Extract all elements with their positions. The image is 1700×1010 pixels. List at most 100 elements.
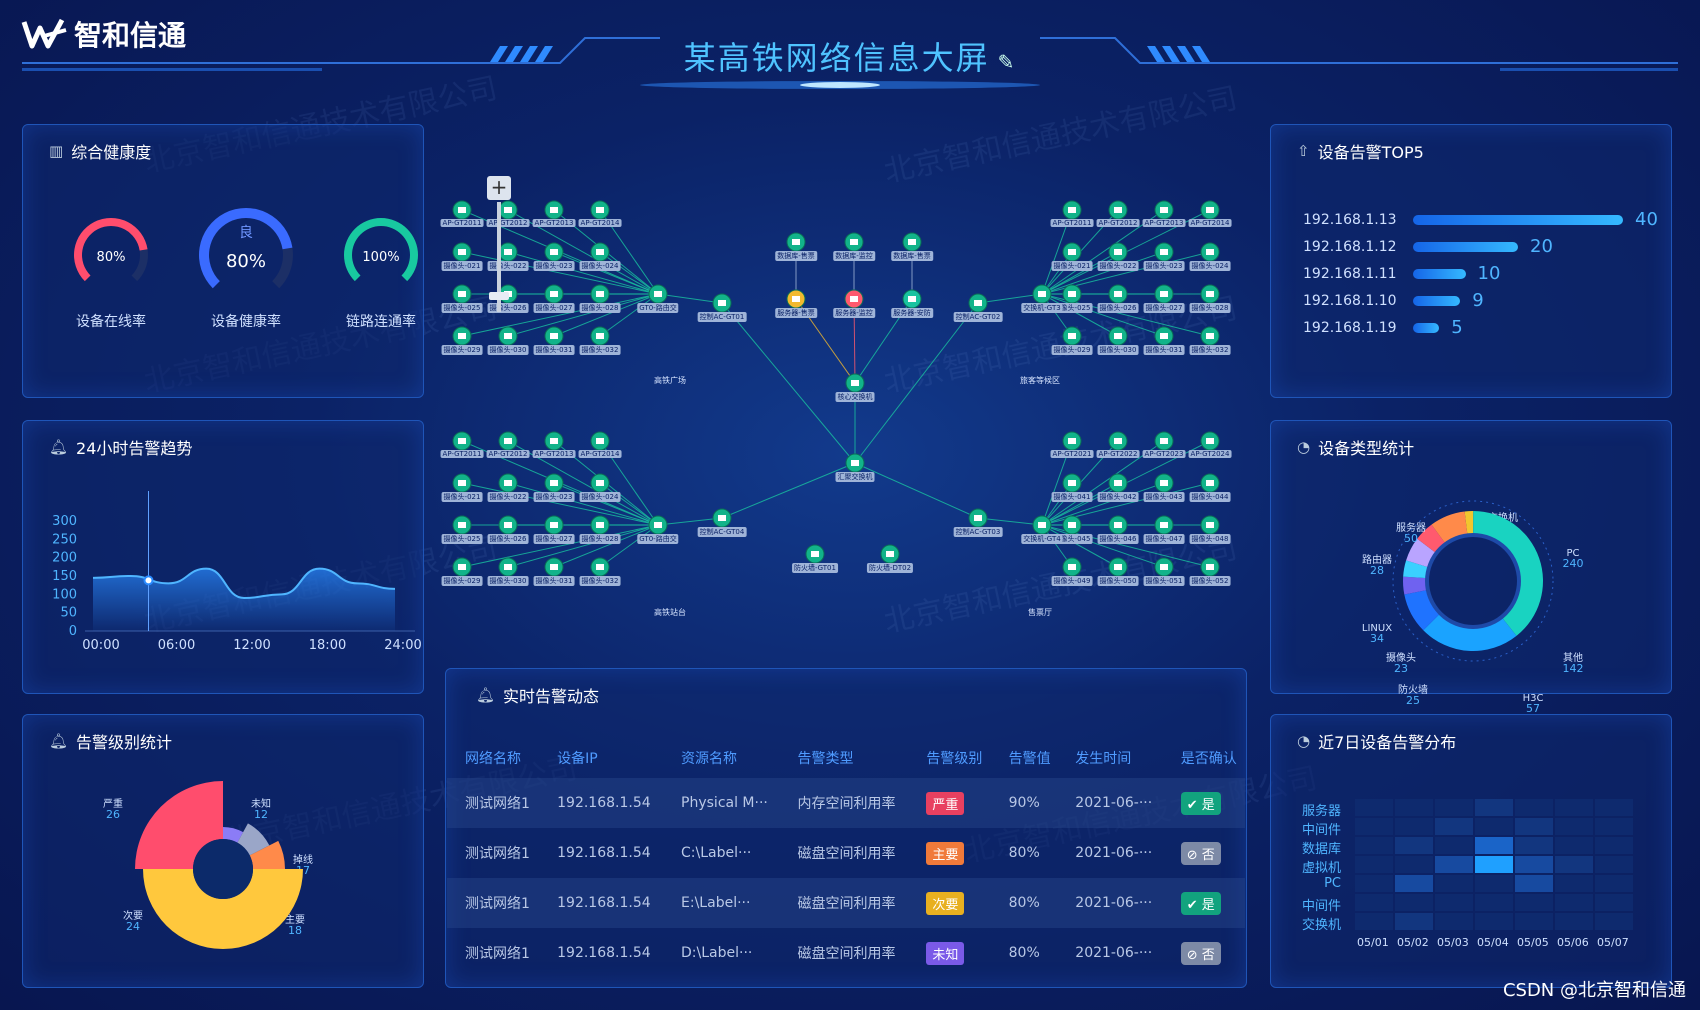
gauge-arc bbox=[74, 218, 148, 282]
firewall-node bbox=[880, 544, 900, 564]
topology-node bbox=[452, 284, 472, 304]
heatmap-cell bbox=[1475, 875, 1513, 892]
table-cell: 磁盘空间利用率 bbox=[797, 946, 896, 962]
topology-node bbox=[498, 431, 518, 451]
heatmap-cell bbox=[1595, 799, 1633, 816]
slice-value: 50 bbox=[1404, 532, 1418, 545]
node-glyph bbox=[1114, 291, 1122, 297]
heatmap-cell bbox=[1475, 837, 1513, 854]
topology-link bbox=[507, 209, 659, 295]
node-glyph bbox=[886, 551, 894, 557]
confirm-button[interactable]: ⊘ 否 bbox=[1180, 941, 1221, 965]
topology-link bbox=[461, 524, 659, 568]
topology-node bbox=[1200, 284, 1220, 304]
topology-link bbox=[721, 302, 856, 464]
trend-area bbox=[93, 568, 395, 631]
confirm-button[interactable]: ✔ 是 bbox=[1180, 791, 1221, 815]
node-glyph bbox=[908, 239, 916, 245]
topology-node bbox=[1062, 473, 1082, 493]
node-glyph bbox=[1206, 333, 1214, 339]
heatmap-cell bbox=[1555, 837, 1593, 854]
topology-link bbox=[1041, 524, 1165, 568]
table-cell: 2021-06-··· bbox=[1057, 778, 1163, 828]
confirm-button[interactable]: ✔ 是 bbox=[1180, 891, 1221, 915]
x-tick-label: 12:00 bbox=[233, 638, 270, 653]
heatmap-cell bbox=[1595, 875, 1633, 892]
devtype-panel: ◔设备类型统计 交换机12PC240其他142H3C57防火墙25摄像头23LI… bbox=[1270, 420, 1672, 715]
heatmap-cell bbox=[1355, 894, 1393, 911]
topology-link bbox=[657, 517, 723, 526]
node-glyph bbox=[550, 333, 558, 339]
topology-link bbox=[854, 462, 979, 519]
zoom-in-button[interactable]: + bbox=[487, 176, 511, 200]
table-cell: ✔ 是 bbox=[1162, 878, 1245, 928]
heatmap-cell bbox=[1435, 875, 1473, 892]
heatmap-cell bbox=[1595, 913, 1633, 930]
firewall-node bbox=[805, 544, 825, 564]
table-cell: 测试网络1 bbox=[447, 878, 540, 928]
pie-slice bbox=[237, 823, 270, 856]
topology-node bbox=[1154, 473, 1174, 493]
heatmap-col-label: 05/04 bbox=[1477, 936, 1509, 949]
y-tick-label: 200 bbox=[52, 551, 77, 566]
heatmap-cell bbox=[1595, 856, 1633, 873]
table-cell: 未知 bbox=[908, 928, 990, 978]
topology-link bbox=[657, 293, 723, 304]
zoom-slider-track[interactable] bbox=[497, 202, 501, 312]
topology-node bbox=[1108, 200, 1128, 220]
heatmap-cell bbox=[1515, 818, 1553, 835]
table-cell: 内存空间利用率 bbox=[779, 778, 909, 828]
slice-value: 34 bbox=[1370, 632, 1384, 645]
confirm-button[interactable]: ⊘ 否 bbox=[1180, 841, 1221, 865]
node-glyph bbox=[596, 333, 604, 339]
edit-icon[interactable]: ✎ bbox=[997, 50, 1017, 74]
topology-node bbox=[590, 284, 610, 304]
controller-node bbox=[712, 508, 732, 528]
heatmap-cell bbox=[1435, 837, 1473, 854]
topology-node bbox=[1154, 326, 1174, 346]
node-glyph bbox=[550, 207, 558, 213]
node-glyph bbox=[1160, 438, 1168, 444]
node-glyph bbox=[504, 564, 512, 570]
topology-link bbox=[1041, 209, 1165, 295]
node-glyph bbox=[1160, 249, 1168, 255]
network-topology[interactable] bbox=[440, 170, 1260, 630]
table-cell: 192.168.1.54 bbox=[539, 778, 664, 828]
gauge-value: 80% bbox=[226, 251, 266, 272]
level-badge: 次要 bbox=[926, 891, 965, 915]
heatmap-cell bbox=[1395, 913, 1433, 930]
table-cell: 测试网络1 bbox=[465, 846, 530, 862]
level-badge: 未知 bbox=[926, 941, 965, 965]
heatmap-cell bbox=[1435, 856, 1473, 873]
column-header: 告警级别 bbox=[926, 751, 983, 767]
topology-node bbox=[498, 242, 518, 262]
table-cell: 80% bbox=[990, 878, 1058, 928]
heatmap-row-label: 中间件 bbox=[1301, 823, 1341, 838]
node-glyph bbox=[1160, 522, 1168, 528]
node-glyph bbox=[504, 207, 512, 213]
topology-node bbox=[1108, 431, 1128, 451]
top5-bar bbox=[1413, 241, 1518, 252]
topology-link bbox=[977, 293, 1043, 304]
heatmap-cell bbox=[1475, 818, 1513, 835]
chart-icon: ▥ bbox=[49, 142, 64, 160]
node-glyph bbox=[596, 522, 604, 528]
y-tick-label: 250 bbox=[52, 532, 77, 547]
slice-value: 240 bbox=[1563, 557, 1584, 570]
trend-panel-title: 🔔︎24小时告警趋势 bbox=[49, 435, 192, 459]
level-panel-title: 🔔︎告警级别统计 bbox=[49, 729, 172, 753]
node-glyph bbox=[792, 239, 800, 245]
topology-node bbox=[452, 473, 472, 493]
zoom-slider-handle[interactable] bbox=[489, 292, 509, 300]
node-glyph bbox=[792, 296, 800, 302]
topology-node bbox=[452, 557, 472, 577]
top5-ip: 192.168.1.19 bbox=[1303, 319, 1397, 336]
node-glyph bbox=[1160, 480, 1168, 486]
